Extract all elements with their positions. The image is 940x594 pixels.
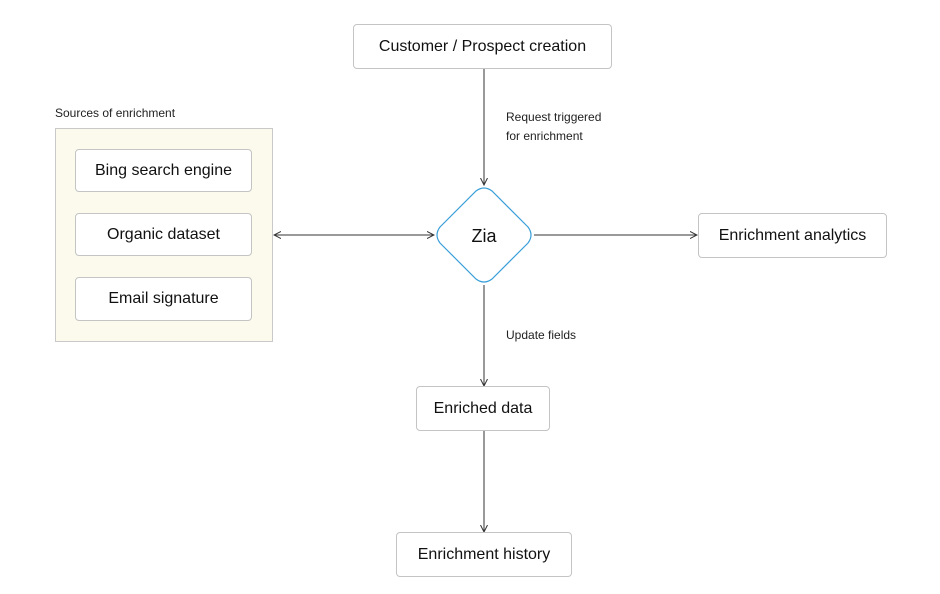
source-organic-dataset: Organic dataset [75,213,252,256]
zia-diamond [436,187,532,283]
customer-prospect-creation-node: Customer / Prospect creation [353,24,612,69]
enrichment-analytics-node: Enrichment analytics [698,213,887,258]
source-bing-search-engine: Bing search engine [75,149,252,192]
zia-label: Zia [471,225,497,246]
request-edge-label: Request triggered for enrichment [506,108,601,146]
enriched-data-node: Enriched data [416,386,550,431]
enrichment-history-node: Enrichment history [396,532,572,577]
request-edge-label-line2: for enrichment [506,129,583,143]
request-edge-label-line1: Request triggered [506,110,602,124]
update-fields-edge-label: Update fields [506,328,577,342]
sources-title: Sources of enrichment [55,106,176,120]
source-email-signature: Email signature [75,277,252,321]
